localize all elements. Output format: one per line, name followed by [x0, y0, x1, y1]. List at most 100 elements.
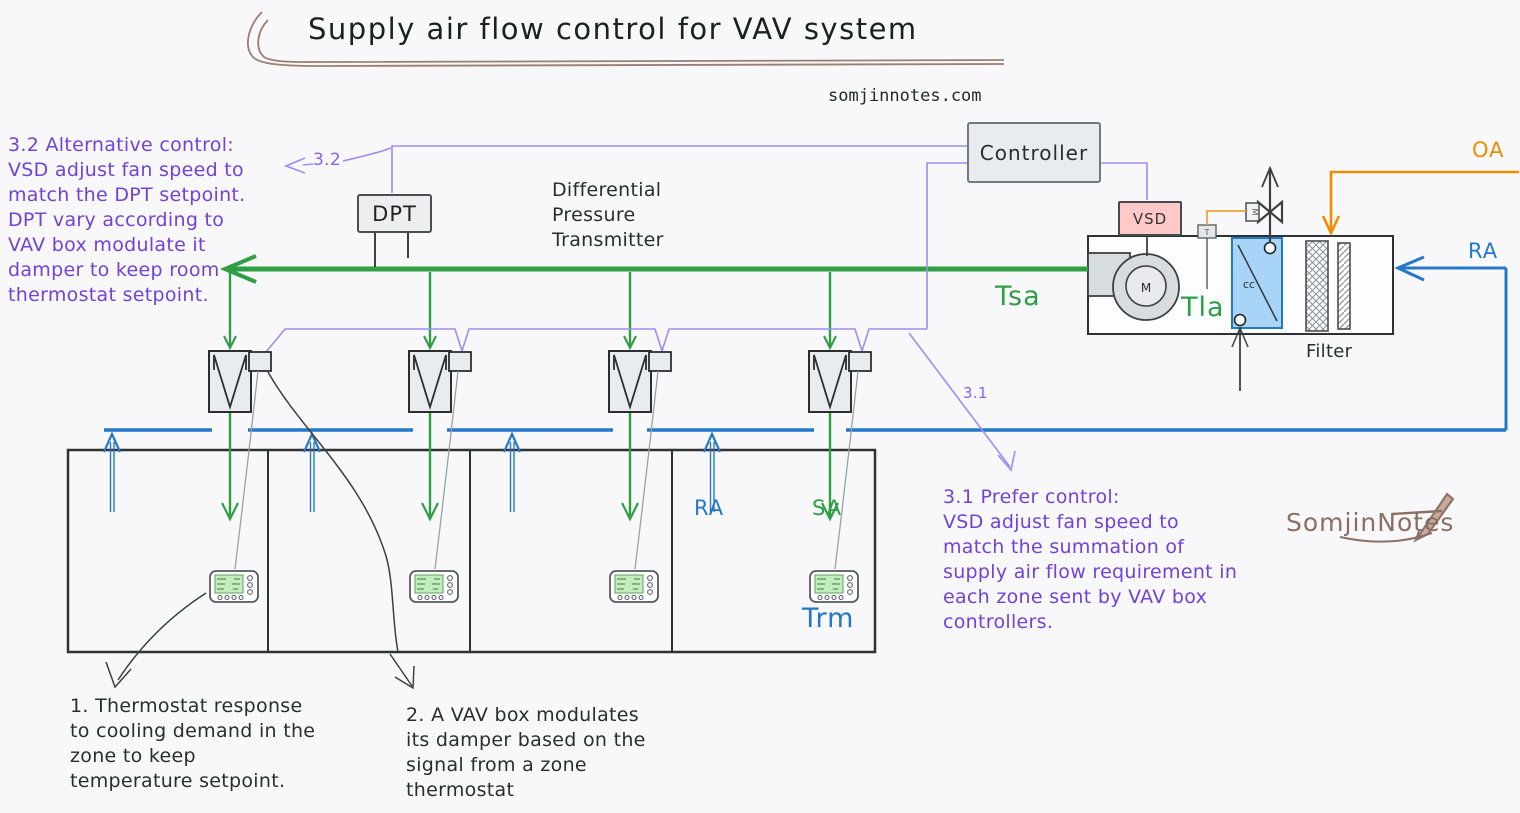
supply-fan: M	[1087, 252, 1180, 321]
note-1-line: temperature setpoint.	[70, 770, 286, 792]
ref31-arrow	[997, 450, 1016, 472]
note-3-2-line: match the DPT setpoint.	[8, 184, 246, 206]
t-to-valve-wire	[1206, 210, 1246, 225]
title-underline-flourish	[247, 11, 1005, 67]
valve-actuator-label: M	[1250, 209, 1259, 216]
vav-box-1	[208, 350, 272, 413]
controller-label: Controller	[979, 140, 1089, 165]
note-2-line: its damper based on the	[406, 729, 646, 751]
note-3-2: 3.2 Alternative control: VSD adjust fan …	[8, 133, 246, 308]
dpt-caption: Differential Pressure Transmitter	[552, 178, 664, 253]
fan-motor-label: M	[1141, 281, 1151, 295]
note-3-1-line: 3.1 Prefer control:	[943, 486, 1120, 508]
note-3-2-line: 3.2 Alternative control:	[8, 134, 234, 156]
controller-to-vsd-wire	[1097, 162, 1148, 200]
controller-box: Controller	[967, 122, 1101, 183]
vav-boxes	[208, 350, 872, 413]
controller-to-network-wire	[926, 162, 967, 329]
ra-label-zone: RA	[694, 496, 725, 520]
page-title: Supply air flow control for VAV system	[308, 12, 918, 46]
note-1-line: zone to keep	[70, 745, 196, 767]
vav-controller-1	[248, 351, 272, 372]
logo-flourish	[1339, 532, 1433, 543]
filter-final	[1337, 242, 1351, 330]
supply-air-duct	[219, 254, 1088, 522]
note-3-2-line: VAV box modulate it	[8, 234, 206, 256]
chw-supply-line	[1231, 327, 1249, 391]
coil-label: cc	[1243, 278, 1255, 291]
tsa-label: Tsa	[995, 281, 1041, 312]
control-wiring	[265, 145, 1148, 472]
pen-icon	[1339, 492, 1455, 543]
vav-network-wire	[265, 328, 927, 354]
note1-leader	[117, 592, 207, 681]
outdoor-air-duct	[1321, 170, 1519, 237]
note-1-line: 1. Thermostat response	[70, 695, 303, 717]
note-3-2-line: DPT vary according to	[8, 209, 225, 231]
dpt-label: DPT	[372, 201, 417, 226]
ref31-leader	[908, 332, 1011, 468]
tla-label: Tla	[1181, 292, 1225, 323]
note2-arrow	[389, 653, 415, 690]
note-3-1: 3.1 Prefer control: VSD adjust fan speed…	[943, 485, 1237, 635]
note-3-1-line: VSD adjust fan speed to	[943, 511, 1179, 533]
note2-leader	[267, 371, 399, 653]
thermostat-3	[609, 570, 659, 603]
note-3-1-line: match the summation of	[943, 536, 1185, 558]
oa-arrow	[1321, 215, 1341, 237]
ref32-arrow	[283, 157, 314, 174]
zone-return-arrows	[102, 431, 722, 512]
cooling-coil: cc	[1231, 237, 1283, 329]
annotation-leaders	[105, 371, 415, 690]
supply-drops	[223, 272, 837, 351]
dpt-caption-line: Differential	[552, 179, 662, 201]
note1-arrow	[105, 661, 132, 689]
vav-controller-3	[648, 351, 672, 372]
dpt-caption-line: Pressure	[552, 204, 636, 226]
chw-return-arrow	[1261, 165, 1279, 188]
chilled-water-valve: M	[1245, 165, 1284, 243]
note-3-1-line: controllers.	[943, 611, 1054, 633]
dpt-to-controller-wire	[391, 145, 967, 193]
site-url: somjinnotes.com	[828, 86, 982, 106]
sa-label-zone: SA	[812, 496, 843, 520]
ahu-unit: M T cc	[1087, 165, 1394, 391]
thermostats	[209, 570, 859, 603]
note-1: 1. Thermostat response to cooling demand…	[70, 694, 315, 794]
ref-3-2-label: 3.2	[313, 150, 341, 170]
note-2-line: signal from a zone	[406, 754, 587, 776]
t-sensor-label: T	[1204, 228, 1210, 237]
filter-section	[1305, 240, 1351, 332]
note-3-2-line: VSD adjust fan speed to	[8, 159, 244, 181]
vsd-label: VSD	[1132, 209, 1168, 228]
vav-box-2	[408, 350, 472, 413]
note-3-1-line: each zone sent by VAV box	[943, 586, 1208, 608]
zone-outer-wall	[66, 448, 877, 654]
dpt-box: DPT	[357, 194, 432, 233]
zone-rooms	[66, 448, 877, 654]
oa-label: OA	[1472, 138, 1505, 162]
note-2-line: thermostat	[406, 779, 515, 801]
note-3-2-line: thermostat setpoint.	[8, 284, 209, 306]
ra-label-right: RA	[1468, 239, 1499, 263]
logo-t-bar	[1391, 509, 1443, 516]
vav-controller-2	[448, 351, 472, 372]
ref32-connector	[342, 147, 392, 162]
vsd-box: VSD	[1118, 201, 1182, 236]
return-arrow	[1394, 255, 1425, 282]
thermostat-1	[209, 570, 259, 603]
thermostat-wires	[234, 370, 859, 570]
valve-actuator	[1245, 202, 1260, 222]
note-2-line: 2. A VAV box modulates	[406, 704, 639, 726]
supply-duct-arrow	[219, 254, 257, 284]
note-2: 2. A VAV box modulates its damper based …	[406, 703, 646, 803]
vav-box-4	[808, 350, 872, 413]
thermostat-4	[809, 570, 859, 603]
note-3-2-line: damper to keep room	[8, 259, 220, 281]
filter-prefilter	[1305, 240, 1329, 332]
vav-box-3	[608, 350, 672, 413]
return-air-duct	[102, 255, 1508, 512]
filter-label: Filter	[1306, 341, 1353, 362]
